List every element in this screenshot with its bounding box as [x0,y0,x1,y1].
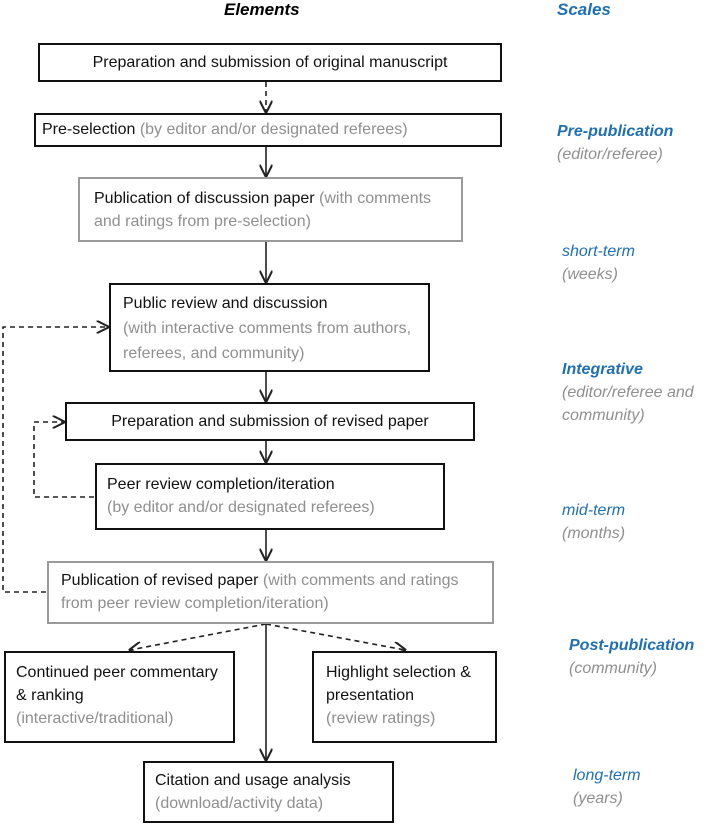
scale-long-term: long-term (years) [573,764,641,810]
box-pre-selection-title: Pre-selection [42,121,136,138]
scale-post-publication: Post-publication (community) [569,634,694,680]
scale-pre-publication-title: Pre-publication [557,123,674,140]
box-revised-paper-title: Publication of revised paper [61,572,259,589]
box-revised-paper: Publication of revised paper (with comme… [47,561,494,624]
box-original-manuscript-title: Preparation and submission of original m… [92,54,448,71]
box-revised-paper-sub: (with comments and ratings from peer rev… [61,572,459,612]
scale-mid-term-desc: (months) [562,525,626,542]
box-peer-review-completion-title: Peer review completion/iteration [107,476,335,493]
scale-mid-term: mid-term (months) [562,499,625,545]
scale-pre-publication: Pre-publication (editor/referee) [557,120,673,166]
box-pre-selection-sub: (by editor and/or designated referees) [135,121,408,138]
box-citation-usage-sub: (download/activity data) [155,795,324,812]
box-peer-review-completion: Peer review completion/iteration (by edi… [95,463,445,530]
box-discussion-paper-sub: (with comments and ratings from pre-sele… [94,190,432,230]
scale-post-publication-title: Post-publication [569,637,695,654]
arrow-b7-b9 [265,623,405,650]
elements-header: Elements [224,0,300,19]
box-citation-usage: Citation and usage analysis (download/ac… [143,761,394,823]
box-discussion-paper-title: Publication of discussion paper [94,190,315,207]
box-original-manuscript: Preparation and submission of original m… [38,43,502,82]
scale-short-term-desc: (weeks) [562,266,619,283]
scale-long-term-desc: (years) [573,790,623,807]
box-public-review-sub: (with interactive comments from authors,… [123,320,412,362]
box-revised-submission-title: Preparation and submission of revised pa… [111,413,429,430]
box-peer-commentary-title: Continued peer commentary & ranking [16,664,218,704]
box-highlight-selection: Highlight selection & presentation (revi… [312,651,497,743]
box-public-review-title: Public review and discussion [123,295,328,312]
box-citation-usage-title: Citation and usage analysis [155,772,351,789]
arrow-b6-b5-loop [33,422,94,498]
box-highlight-selection-sub: (review ratings) [326,710,436,727]
box-revised-submission: Preparation and submission of revised pa… [65,402,475,441]
scale-short-term: short-term (weeks) [562,240,635,286]
arrow-b7-b4-loop [2,327,108,593]
scale-long-term-title: long-term [573,767,641,784]
scale-integrative: Integrative (editor/referee and communit… [562,358,707,427]
scale-integrative-desc: (editor/referee and community) [562,384,694,424]
scale-post-publication-desc: (community) [569,660,658,677]
box-public-review: Public review and discussion (with inter… [109,283,430,372]
arrow-b7-b8 [130,623,267,650]
box-highlight-selection-title: Highlight selection & presentation [326,664,471,704]
scale-pre-publication-desc: (editor/referee) [557,146,663,163]
scale-short-term-title: short-term [562,243,635,260]
box-peer-commentary-sub: (interactive/traditional) [16,710,174,727]
box-peer-commentary: Continued peer commentary & ranking (int… [4,651,235,743]
box-discussion-paper: Publication of discussion paper (with co… [78,177,463,242]
box-peer-review-completion-sub: (by editor and/or designated referees) [107,499,375,516]
scale-integrative-title: Integrative [562,361,643,378]
scales-header: Scales [557,0,611,19]
scale-mid-term-title: mid-term [562,502,626,519]
box-pre-selection: Pre-selection (by editor and/or designat… [34,113,502,147]
